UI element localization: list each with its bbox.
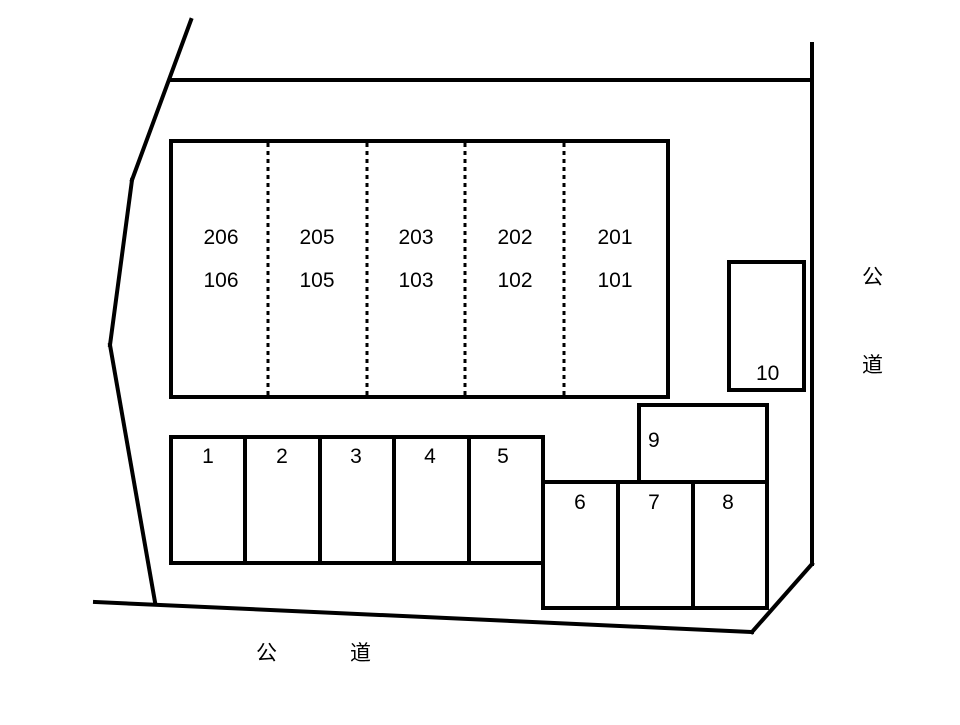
parking-space-10 bbox=[727, 260, 806, 392]
parking-space-number: 4 bbox=[424, 445, 436, 468]
parking-row-a-labels: 1 2 3 4 5 bbox=[202, 445, 509, 468]
parking-space-10-number: 10 bbox=[756, 362, 779, 385]
unit-lower-label: 101 bbox=[597, 269, 632, 292]
unit-upper-label: 205 bbox=[299, 226, 334, 249]
unit-lower-label: 102 bbox=[497, 269, 532, 292]
parking-space-number: 6 bbox=[574, 491, 586, 514]
building-outline bbox=[169, 139, 670, 399]
parking-space-number: 8 bbox=[722, 491, 734, 514]
boundary-left-upper bbox=[107, 177, 135, 348]
unit-upper-label: 202 bbox=[497, 226, 532, 249]
parking-space-number: 3 bbox=[350, 445, 362, 468]
parking-space-number: 2 bbox=[276, 445, 288, 468]
unit-labels: 206 106 205 105 203 103 202 102 201 101 bbox=[203, 226, 632, 292]
unit-upper-label: 203 bbox=[398, 226, 433, 249]
parking-row-b-labels: 6 7 8 bbox=[574, 491, 734, 514]
parking-space-number: 1 bbox=[202, 445, 214, 468]
unit-lower-label: 103 bbox=[398, 269, 433, 292]
unit-lower-label: 106 bbox=[203, 269, 238, 292]
unit-upper-label: 201 bbox=[597, 226, 632, 249]
parking-space-number: 7 bbox=[648, 491, 660, 514]
road-label-right: 公 道 bbox=[862, 266, 883, 377]
unit-upper-label: 206 bbox=[203, 226, 238, 249]
boundary-bottom-right-diagonal bbox=[749, 561, 815, 635]
parking-space-number: 5 bbox=[497, 445, 509, 468]
unit-lower-label: 105 bbox=[299, 269, 334, 292]
parking-space-9-number: 9 bbox=[648, 429, 660, 452]
boundary-top-left-diagonal bbox=[129, 17, 194, 183]
road-label-char: 公 bbox=[256, 642, 277, 665]
parking-space-9 bbox=[637, 403, 769, 484]
site-boundary bbox=[92, 17, 815, 635]
road-label-char: 道 bbox=[862, 354, 883, 377]
road-label-bottom: 公 道 bbox=[256, 642, 371, 665]
boundary-bottom bbox=[92, 599, 755, 635]
road-label-char: 道 bbox=[350, 642, 371, 665]
boundary-left-lower bbox=[107, 342, 158, 605]
unit-dividers bbox=[266, 143, 566, 395]
road-label-char: 公 bbox=[862, 266, 883, 289]
building: 206 106 205 105 203 103 202 102 201 101 bbox=[169, 139, 670, 399]
